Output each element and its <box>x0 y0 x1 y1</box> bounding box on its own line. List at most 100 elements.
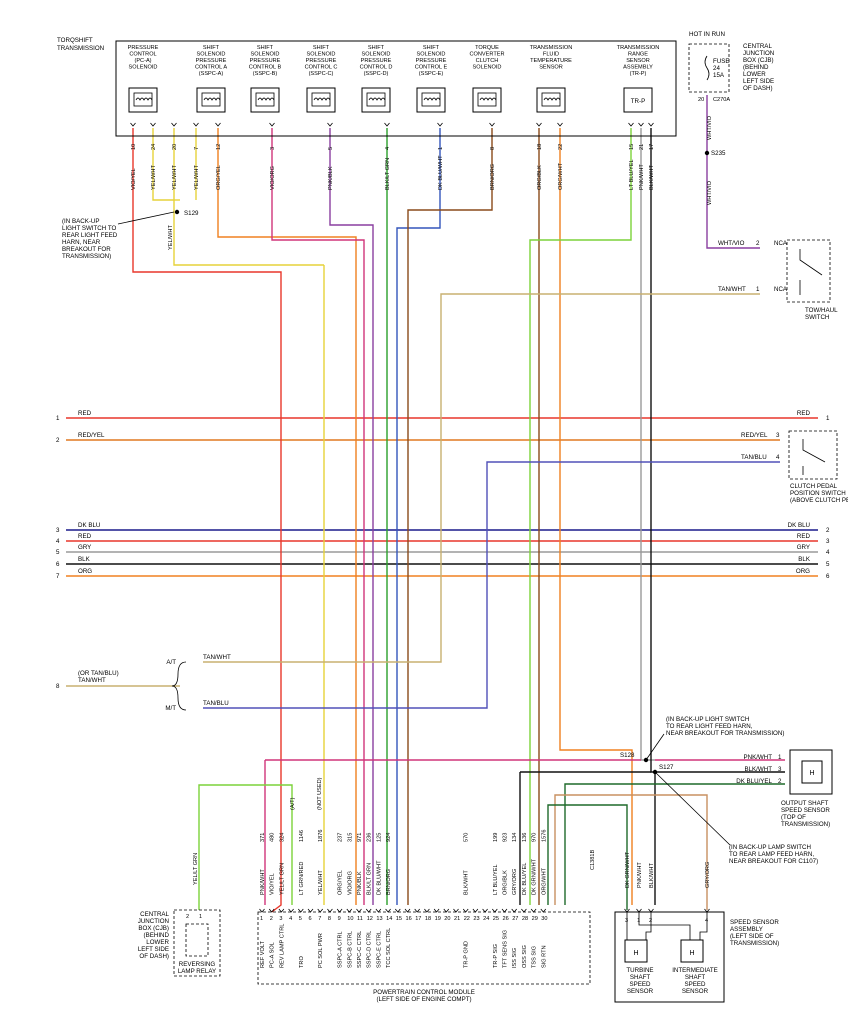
bus-label-left: RED <box>78 410 92 417</box>
wire-yelwht-24 <box>152 128 174 201</box>
pcm-pin-terminal <box>375 908 382 913</box>
trans-pin-terminal <box>648 122 654 127</box>
switch-icon <box>799 249 823 295</box>
pcm-pin-number: 19 <box>435 916 441 922</box>
solenoid-label: CONTROL <box>129 52 156 58</box>
wire-dkbluyel-oss <box>564 783 785 905</box>
pcm-pin-terminal <box>346 908 353 913</box>
transmission-label: TORQSHIFT <box>57 37 93 44</box>
tss-element <box>624 939 648 963</box>
ss-pin: 2 <box>649 918 652 924</box>
trans-pin-number: 17 <box>649 144 655 150</box>
pcm-pin-number: 6 <box>309 916 312 922</box>
wire-vioyel <box>132 128 282 913</box>
pcm-pin-number: 9 <box>338 916 341 922</box>
solenoid-label: CONTROL A <box>195 65 227 71</box>
trans-pin-terminal <box>557 122 563 127</box>
mt-wire: TAN/BLU <box>203 700 229 707</box>
pcm-wire-color: YEL/WHT <box>318 870 324 895</box>
pcm-circuit: 136 <box>522 833 528 842</box>
fuse-label: FUSE <box>713 58 730 65</box>
relay-cjb-label: JUNCTION <box>138 918 169 925</box>
coil-icon <box>543 97 561 101</box>
solenoid-label: SHIFT <box>368 45 385 51</box>
pcm-pin-function: PC-A SOL <box>270 942 276 968</box>
mt-label: M/T <box>165 705 176 712</box>
pcm-pin-function: SIG RTN <box>541 945 547 968</box>
wire-pnkblk <box>329 128 374 905</box>
relay-wire: YEL/LT GRN <box>193 853 199 885</box>
pcm-box <box>257 911 591 985</box>
pcm-pin-number: 13 <box>376 916 382 922</box>
pcm-pin-number: 25 <box>493 916 499 922</box>
pcm-connector: C1381B <box>590 850 596 870</box>
towhaul-wire: WHT/VIO <box>718 240 745 247</box>
pcm-circuit: 971 <box>357 833 363 842</box>
bus-label-left: GRY <box>78 544 91 551</box>
solenoid-label: PRESSURE <box>128 45 159 51</box>
leader-line <box>117 211 175 225</box>
fuse-icon <box>704 55 710 81</box>
coil-icon <box>135 97 153 101</box>
solenoid-label: SOLENOID <box>251 52 280 58</box>
bus-label-left: ORG <box>78 568 92 575</box>
trans-pin-number: 7 <box>194 147 200 150</box>
pcm-circuit: 1876 <box>318 830 324 842</box>
oss-label: OUTPUT SHAFT <box>781 800 829 807</box>
bus-number: 7 <box>56 573 60 580</box>
cjb-label: LEFT SIDE <box>743 78 774 85</box>
sensor-tag: TR-P <box>631 98 645 105</box>
s128-label: S128 <box>620 752 635 759</box>
pcm-pin-terminal <box>268 908 275 913</box>
pcm-pin-number: 3 <box>279 916 282 922</box>
solenoid-label: TRANSMISSION <box>530 45 573 51</box>
clutch-label: (ABOVE CLUTCH PEDAL) <box>790 497 848 504</box>
wire-gryorg-iss <box>554 794 708 910</box>
pcm-circuit: 236 <box>367 833 373 842</box>
towhaul-label: SWITCH <box>805 314 829 321</box>
coil-icon <box>257 97 275 101</box>
trans-pin-terminal <box>489 122 495 127</box>
pcm-wire-color: ORG/YEL <box>338 870 344 895</box>
wire-label: WHT/VIO <box>707 115 713 140</box>
wire-yelwht-s129 <box>173 128 324 266</box>
wire-tanwht-towhaul <box>203 293 760 663</box>
iss-h: H <box>689 950 694 957</box>
towhaul-box <box>786 239 831 303</box>
clutch-wire: RED/YEL <box>741 432 768 439</box>
solenoid-label: PRESSURE <box>196 58 227 64</box>
oss-element <box>801 760 823 784</box>
pcm-pin-terminal <box>433 908 440 913</box>
backup-note-left: HARN, NEAR <box>62 239 101 246</box>
speed-sensor-label: (LEFT SIDE OF <box>730 933 774 940</box>
pcm-pin-terminal <box>317 908 324 913</box>
hot-in-run-label: HOT IN RUN <box>689 31 725 38</box>
trans-pin-terminal <box>130 122 136 127</box>
bus-number-right: 2 <box>826 527 830 534</box>
pcm-pin-function: OSS SIG <box>522 945 528 968</box>
relay-cjb-label: LOWER <box>146 939 169 946</box>
pcm-pin-terminal <box>501 908 508 913</box>
pcm-circuit: 970 <box>532 833 538 842</box>
pcm-circuit: 199 <box>493 833 499 842</box>
solenoid-label: SENSOR <box>626 58 650 64</box>
trans-wire-color: YEL/WHT <box>194 165 200 190</box>
cjb-label: CENTRAL <box>743 43 772 50</box>
towhaul-pin: 1 <box>756 286 760 293</box>
s128-note: (IN BACK-UP LIGHT SWITCH <box>666 716 749 723</box>
relay-body <box>185 923 209 957</box>
pcm-wire-color: PNK/BLK <box>357 871 363 895</box>
trans-pin-terminal <box>269 122 275 127</box>
pcm-pin-terminal <box>288 908 294 913</box>
wire-whtvio-towhaul <box>706 240 760 249</box>
solenoid-label: SOLENOID <box>417 52 446 58</box>
ss-wire-color: DK GRN/WHT <box>625 851 631 888</box>
s235-label: S235 <box>711 150 726 157</box>
solenoid-label: SOLENOID <box>473 65 502 71</box>
trans-wire-color: DK BLU/WHT <box>438 155 444 190</box>
pcm-circuit: 480 <box>270 833 276 842</box>
solenoid-label: PRESSURE <box>361 58 392 64</box>
fuse-label: 15A <box>713 72 725 79</box>
solenoid-label: (SSPC-A) <box>199 71 224 77</box>
trans-pin-number: 1 <box>438 147 444 150</box>
